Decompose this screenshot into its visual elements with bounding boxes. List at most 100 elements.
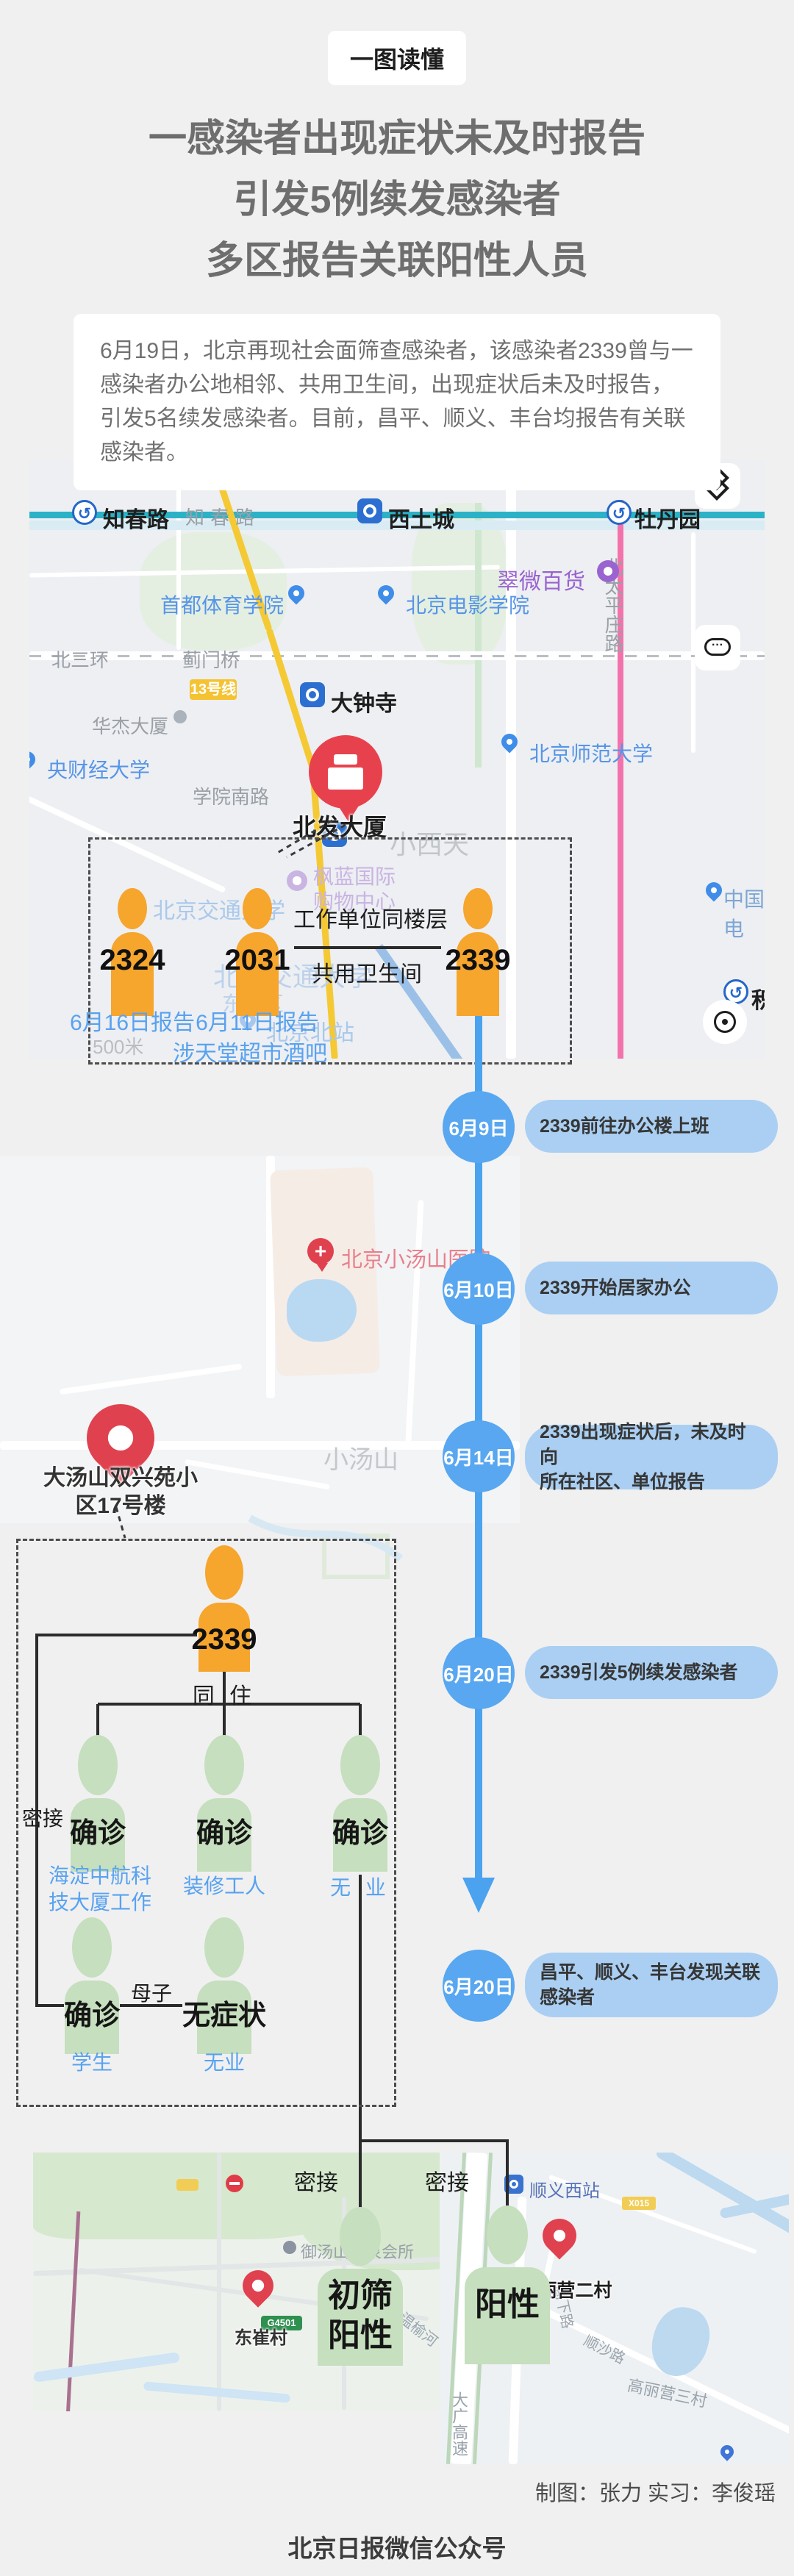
station-dazhongsi: 大钟寺 xyxy=(331,692,397,716)
map-road xyxy=(691,532,695,753)
family-case-icon xyxy=(65,1917,119,2054)
village-pin-label: 东崔村 xyxy=(235,2328,287,2348)
status-confirmed: 确诊 xyxy=(69,1818,126,1849)
job-label: 海淀中航科 技大厦工作 xyxy=(48,1864,151,1914)
job-label: 无业 xyxy=(203,2051,245,2074)
bridge-jimenqiao-label: 蓟门桥 xyxy=(182,649,240,671)
family-case-icon xyxy=(197,1735,251,1872)
station-mudanyuan: 牡丹园 xyxy=(634,508,701,532)
job-label: 无 业 xyxy=(330,1876,390,1899)
person-torso xyxy=(71,1798,125,1872)
read-in-one-image-badge: 一图读懂 xyxy=(327,31,467,85)
map-road-xiaotangshan xyxy=(0,1441,520,1450)
map-road-purple xyxy=(65,2211,81,2411)
area-label: 小汤山 xyxy=(323,1446,398,1474)
locate-button[interactable] xyxy=(703,1000,747,1044)
family-case-icon xyxy=(197,1917,251,2054)
person-torso xyxy=(457,932,499,1016)
status-confirmed: 确诊 xyxy=(63,2000,120,2031)
timeline-date-3: 6月14日 xyxy=(443,1420,515,1492)
mini-pin-icon xyxy=(718,2442,737,2461)
person-torso xyxy=(111,932,154,1016)
no-entry-bar xyxy=(229,2182,240,2185)
close-contact-label: 密接 xyxy=(21,1807,63,1830)
timeline-event-2: 2339开始居家办公 xyxy=(525,1262,778,1314)
building-glyph xyxy=(334,754,357,765)
map-road xyxy=(176,459,181,650)
person-head xyxy=(487,2205,528,2264)
status-confirmed: 确诊 xyxy=(196,1818,252,1849)
map-xiaotangshan[interactable]: + 北京小汤山医院 小汤山 大汤山双兴苑小 区17号楼 xyxy=(0,1156,520,1523)
poi-sport-univ: 首都体育学院 xyxy=(160,594,285,617)
map-road-green xyxy=(475,503,482,768)
map-road-xituchenglu xyxy=(506,459,516,1059)
building-glyph xyxy=(328,768,363,790)
road-shunsha-label: 顺沙路 xyxy=(581,2333,628,2368)
pin-tail xyxy=(316,1263,328,1272)
close-contact-label: 密接 xyxy=(425,2171,469,2195)
screened-positive-label: 初筛 阳性 xyxy=(328,2278,393,2353)
person-torso xyxy=(197,1981,251,2054)
person-head xyxy=(205,1545,243,1600)
person-2324-icon xyxy=(111,888,154,1016)
person-head xyxy=(340,2207,381,2266)
metro-logo-icon: ↺ xyxy=(607,500,632,525)
metro-line-pink xyxy=(618,500,623,1059)
ellipsis-icon: ··· xyxy=(704,638,731,656)
person-torso xyxy=(333,1798,387,1872)
positive-person-icon xyxy=(465,2205,550,2364)
case-id-2339: 2339 xyxy=(445,944,511,976)
line13-badge: 13号线 xyxy=(190,679,237,700)
intro-paragraph: 6月19日，北京再现社会面筛查感染者，该感染者2339曾与一感染者办公地相邻、共… xyxy=(74,314,720,490)
credit-line: 制图：张力 实习：李俊瑶 xyxy=(534,2482,776,2505)
person-head xyxy=(204,1735,244,1795)
person-head xyxy=(340,1735,380,1795)
map-scale-label: 500米 xyxy=(93,1036,144,1058)
metro-station-icon xyxy=(300,682,325,707)
area-xiaoxitian-label: 小西天 xyxy=(390,829,470,859)
road-xueyuannanlu-label: 学院南路 xyxy=(193,786,270,808)
report-note-2324: 6月16日报告 xyxy=(69,1011,196,1035)
poi-huajie: 华杰大厦 xyxy=(92,715,169,737)
metro-station-icon xyxy=(357,498,382,523)
spa-pin-icon xyxy=(283,2241,296,2254)
metro-line-teal xyxy=(29,512,765,518)
university-pin-icon xyxy=(374,582,398,605)
university-pin-icon xyxy=(285,582,308,605)
poi-fenglan: 枫蓝国际 购物中心 xyxy=(313,865,396,913)
river-band xyxy=(29,520,765,530)
timeline-event-3: 2339出现症状后，未及时向 所在社区、单位报告 xyxy=(525,1422,778,1492)
footer-source: 北京日报微信公众号 xyxy=(287,2535,507,2562)
person-head xyxy=(78,1735,118,1795)
road-badge-x015: X015 xyxy=(622,2197,656,2210)
crosshair-icon xyxy=(714,1011,736,1033)
case-id-2031: 2031 xyxy=(224,944,290,976)
title-line-2: 引发5例续发感染者 xyxy=(233,179,561,221)
hospital-pin-icon: + xyxy=(307,1238,334,1264)
status-asymptomatic: 无症状 xyxy=(182,2000,266,2031)
page-title: 一感染者出现症状未及时报告 引发5例续发感染者 多区报告关联阳性人员 xyxy=(0,109,794,292)
positive-label: 阳性 xyxy=(475,2286,540,2322)
poi-caijing: 央财经大学 xyxy=(47,759,151,781)
poi-film-academy: 北京电影学院 xyxy=(406,594,530,617)
highway-label: 大广高速 xyxy=(450,2391,468,2456)
person-torso xyxy=(236,932,279,1016)
map-road-dashes xyxy=(29,655,765,657)
poi-pin-icon xyxy=(702,879,726,902)
lake xyxy=(644,2300,717,2383)
timeline-event-4: 2339引发5例续发感染者 xyxy=(525,1646,778,1699)
title-line-3: 多区报告关联阳性人员 xyxy=(205,240,588,282)
pin-tail xyxy=(338,806,359,822)
person-2339-icon xyxy=(457,888,499,1016)
no-entry-icon xyxy=(226,2175,243,2192)
mall-pin-icon xyxy=(597,560,619,582)
timeline-event-1: 2339前往办公楼上班 xyxy=(525,1100,778,1153)
university-pin-icon xyxy=(498,730,521,754)
station-xitucheng: 西土城 xyxy=(388,508,454,532)
family-case-icon xyxy=(71,1735,125,1872)
more-options-button[interactable]: ··· xyxy=(695,625,740,670)
station-zhichunlu: 知春路 xyxy=(103,508,169,532)
relation-same-floor: 工作单位同楼层 xyxy=(293,908,448,932)
person-head xyxy=(243,888,272,929)
